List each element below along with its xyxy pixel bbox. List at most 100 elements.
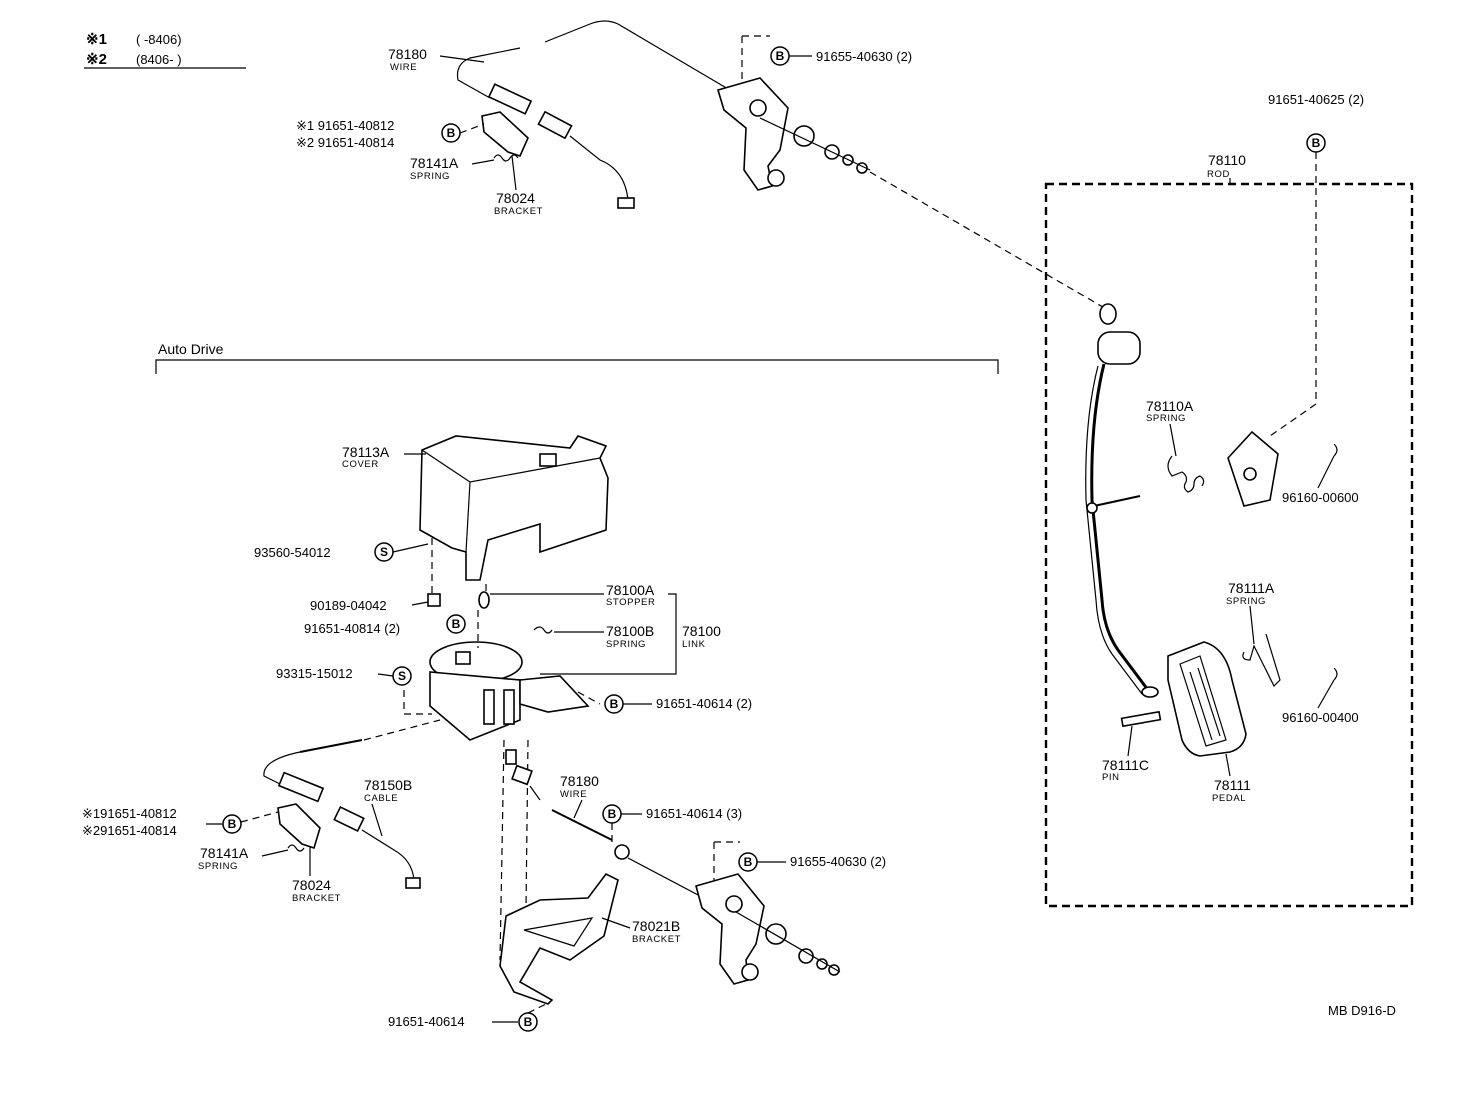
pedal-name: PEDAL: [1212, 793, 1246, 804]
upper-wire-adjuster: [537, 110, 573, 140]
cable-bend: [263, 751, 301, 787]
upper-bracket-78024: [481, 111, 529, 157]
upper-wire-end-fitting: [617, 197, 635, 209]
nut-90189-04042: [427, 593, 441, 607]
upper-wire-name: WIRE: [390, 62, 417, 73]
rod-pedal-group: 91651-40625 (2) B 78110 ROD 78110A SPRIN…: [1044, 92, 1414, 908]
rod-pivot-sleeve: [1097, 331, 1141, 365]
svg-text:B: B: [452, 617, 461, 631]
pedal-no: 78111: [1214, 777, 1251, 793]
upper-spring-name: SPRING: [410, 171, 450, 182]
pedal-clip2-no: 96160-00400: [1282, 710, 1359, 725]
pedal-pin-name: PIN: [1102, 772, 1120, 783]
note-1-range: ( -8406): [136, 32, 182, 47]
screw2-no: 93315-15012: [276, 666, 353, 681]
bracket2-no: 78021B: [632, 918, 680, 934]
upper-wire-assembly: 78180 WIRE B 91655-40630 (2) ※1 91651-40…: [296, 20, 1109, 311]
link-arm: [519, 675, 590, 713]
cover-name: COVER: [342, 459, 379, 470]
diagram-code: MB D916-D: [1328, 1003, 1396, 1018]
bolt3-no: 91651-40614 (3): [646, 806, 742, 821]
link-bracket-line: [540, 593, 677, 675]
link-name: LINK: [682, 639, 706, 650]
link-body-78100: [429, 671, 521, 741]
link-no: 78100: [682, 623, 721, 639]
cover-no: 78113A: [342, 444, 390, 460]
upper-wire-no: 78180: [388, 46, 427, 62]
svg-text:B: B: [744, 855, 753, 869]
rod-clip1-no: 96160-00600: [1282, 490, 1359, 505]
lower-wire-rod: [551, 809, 613, 841]
bracket-78021b: [499, 872, 619, 1005]
rod-group-dashed-box: [1044, 182, 1414, 908]
bolt1-b-symbol: [446, 614, 466, 634]
cable-spring-name: SPRING: [198, 861, 238, 872]
pedal-78111: [1167, 641, 1247, 757]
upper-bolt-a-no: 91655-40630 (2): [816, 49, 912, 64]
auto-drive-section: Auto Drive: [82, 341, 999, 1032]
svg-text:B: B: [524, 1015, 533, 1029]
rod-spring1-name: SPRING: [1146, 413, 1186, 424]
svg-text:B: B: [447, 126, 456, 140]
upper-clip-2: ※2 91651-40814: [296, 135, 394, 150]
cable-bracket-78024: [277, 803, 321, 850]
stopper-name: STOPPER: [606, 597, 655, 608]
upper-wire-tail: [569, 135, 629, 201]
bolt2-no: 91651-40614 (2): [656, 696, 752, 711]
upper-clip-1: ※1 91651-40812: [296, 118, 394, 133]
upper-wire-sleeve: [487, 83, 533, 115]
cable-adjuster: [333, 805, 365, 833]
cable-78150b: [361, 829, 415, 881]
bolt1-no: 91651-40814 (2): [304, 621, 400, 636]
lower-wire-no: 78180: [560, 773, 599, 789]
svg-text:B: B: [610, 697, 619, 711]
link-spring-no: 78100B: [606, 623, 654, 639]
pedal-spring-no: 78111A: [1228, 580, 1275, 596]
link-spring-name: SPRING: [606, 639, 646, 650]
pedal-spring-78111a: [1242, 633, 1281, 688]
upper-bracket-grommet: [767, 169, 785, 187]
cable-clip-2: ※291651-40814: [82, 823, 177, 838]
rod-spring-78110a: [1167, 455, 1205, 493]
lower-wire-fitting: [511, 764, 533, 786]
stopper-no: 78100A: [606, 582, 655, 598]
svg-text:B: B: [776, 49, 785, 63]
nut-no: 90189-04042: [310, 598, 387, 613]
cable-sleeve: [277, 771, 325, 803]
svg-text:S: S: [398, 669, 406, 683]
bolt5-no: 91651-40614: [388, 1014, 465, 1029]
rod-pivot-bolt: [1093, 495, 1141, 507]
upper-cable-mount-bracket: [717, 77, 789, 191]
stopper-78100a: [478, 591, 490, 609]
upper-wire-left-end: [456, 47, 521, 99]
pedal-spring-name: SPRING: [1226, 596, 1266, 607]
cover-78113a: [419, 435, 609, 581]
upper-cable-pass: [759, 117, 871, 171]
cable-spring-78141a: [287, 844, 305, 852]
rod-78110: [1090, 363, 1150, 691]
pedal-pin-no: 78111C: [1102, 757, 1149, 773]
rod-spring1-no: 78110A: [1146, 398, 1194, 414]
cable-end-rod: [299, 739, 363, 753]
note-2-range: (8406- ): [136, 52, 182, 67]
note-1-mark: ※1: [86, 31, 107, 48]
cable-name: CABLE: [364, 793, 398, 804]
svg-text:B: B: [1312, 136, 1321, 150]
rod-clip-96160-00600: [1333, 443, 1338, 457]
note-2-mark: ※2: [86, 51, 107, 68]
cable-spring-no: 78141A: [200, 845, 249, 861]
section-bracket-line: [155, 359, 999, 374]
applicability-notes: ※1 ( -8406) ※2 (8406- ): [84, 31, 246, 69]
upper-bracket-no: 78024: [496, 190, 535, 206]
rod-bolt-no: 91651-40625 (2): [1268, 92, 1364, 107]
upper-bracket-name: BRACKET: [494, 206, 543, 217]
lower-wire-name: WIRE: [560, 789, 587, 800]
rod-top-eye: [1099, 303, 1117, 325]
svg-text:S: S: [380, 545, 388, 559]
rod-bottom-end: [1141, 686, 1159, 698]
bolt4-no: 91655-40630 (2): [790, 854, 886, 869]
rod-name: ROD: [1207, 169, 1230, 180]
pedal-pin-78111c: [1120, 710, 1162, 728]
upper-spring-78141a: [493, 154, 519, 162]
